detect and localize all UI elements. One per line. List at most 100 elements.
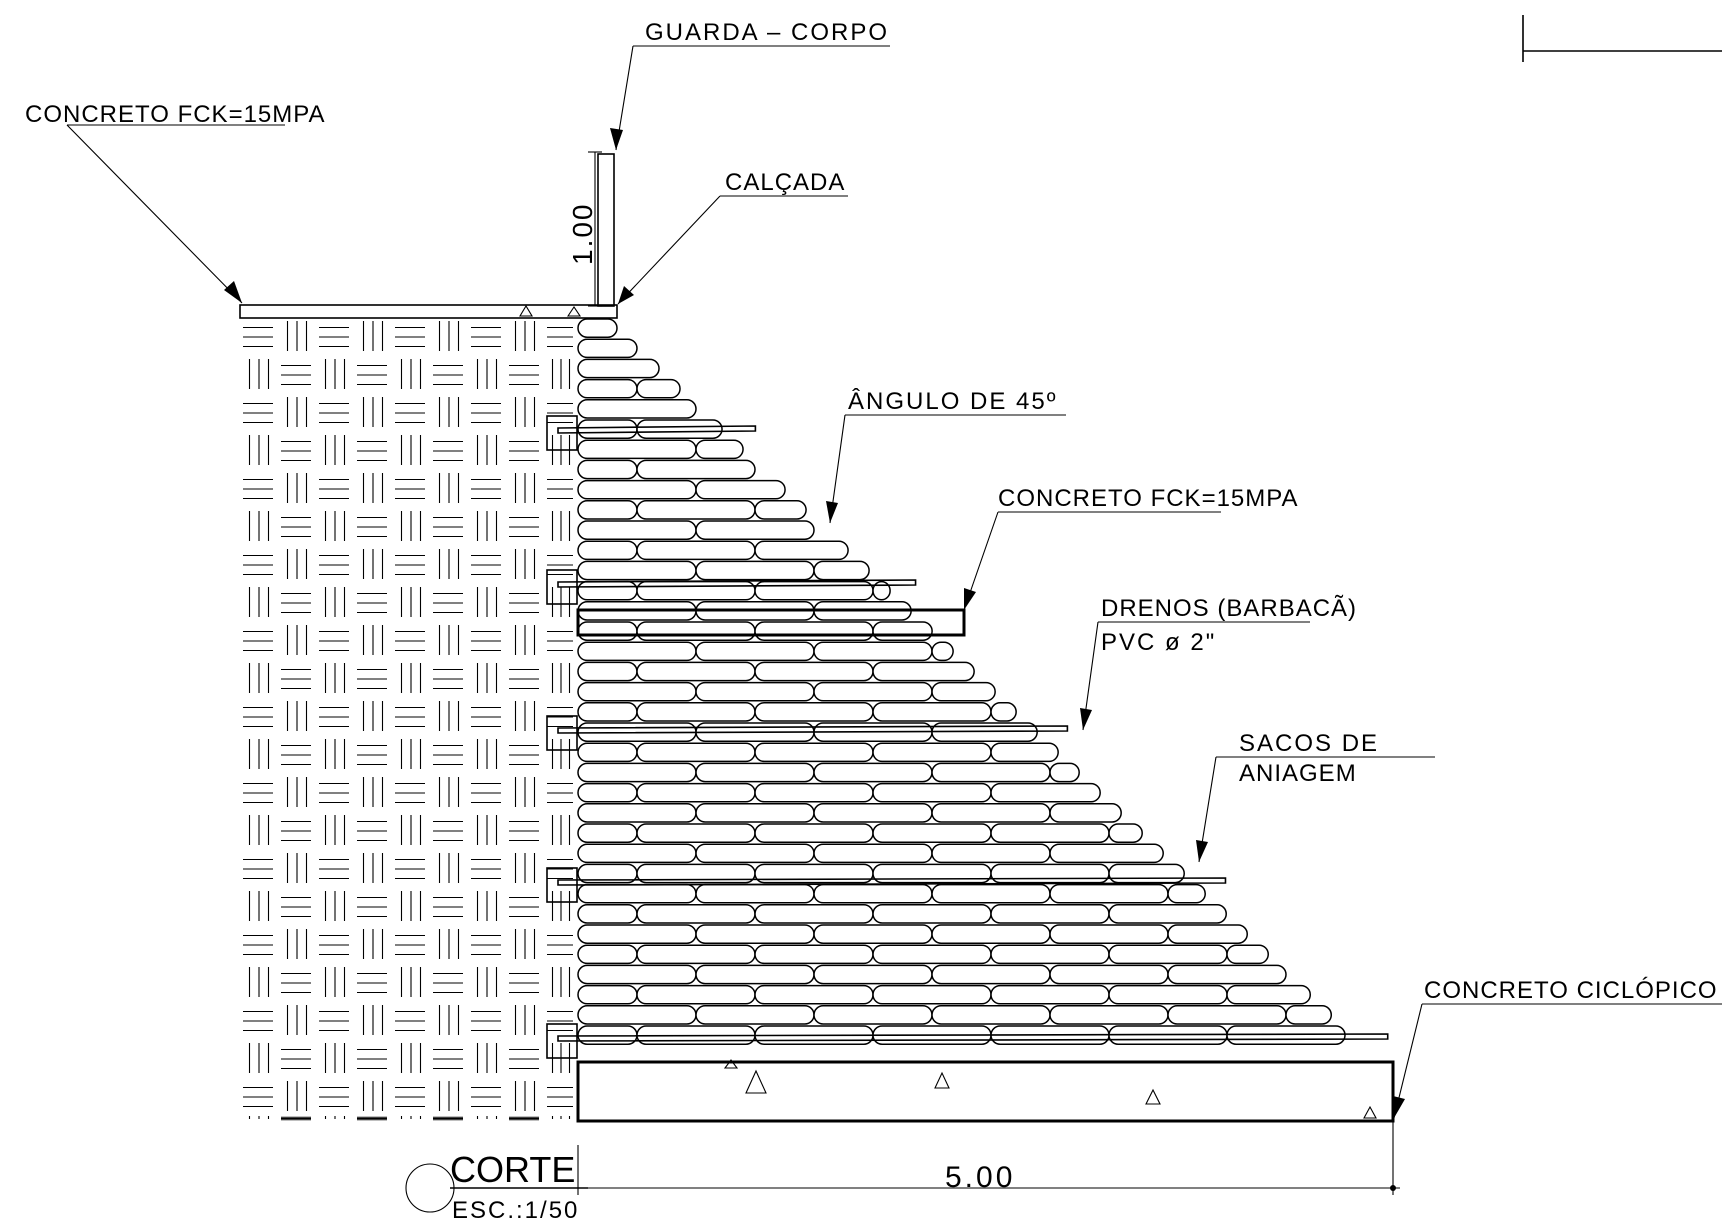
sandbag (990, 863, 1110, 884)
sandbag-row (577, 883, 1206, 904)
sandbag-row (577, 984, 1312, 1005)
sandbag (577, 944, 638, 965)
label-guarda-corpo-text: GUARDA – CORPO (645, 19, 889, 46)
hatch-cell (286, 853, 308, 883)
hatch-cell (433, 1048, 463, 1070)
hatch-cell (395, 630, 425, 652)
sandbag (695, 883, 815, 904)
sandbag (1049, 924, 1169, 944)
hatch-cell (514, 321, 536, 351)
sandbag-row (577, 358, 660, 379)
hatch-cell (362, 777, 384, 807)
hatch-cell (281, 820, 311, 842)
sandbag (1285, 1005, 1333, 1025)
sandbag (636, 580, 756, 601)
sandbag-row (577, 621, 933, 641)
hatch-cell (400, 511, 422, 541)
sandbag-row (577, 560, 870, 581)
sandbag (695, 924, 815, 944)
sandbag (931, 681, 996, 702)
sandbag (872, 984, 992, 1005)
sandbag (872, 621, 933, 641)
sandbag (577, 580, 638, 601)
sandbag (872, 782, 992, 803)
sandbag (1167, 924, 1248, 944)
label-drenos: DRENOS (BARBACÃ) PVC ø 2" (1080, 595, 1357, 731)
hatch-cell (319, 934, 349, 956)
hatch-cell (476, 815, 498, 845)
sandbag-row (577, 823, 1143, 843)
sandbag (577, 742, 638, 763)
sandbag (577, 1005, 697, 1025)
label-drenos-line1: DRENOS (BARBACÃ) (1101, 595, 1357, 622)
sandbag (695, 681, 815, 702)
sandbag (695, 1005, 815, 1025)
sandbag (695, 560, 815, 581)
sandbag (990, 782, 1101, 803)
hatch-cell (319, 402, 349, 424)
sandbag (990, 944, 1110, 965)
hatch-cell (357, 1048, 387, 1070)
hatch-cell (319, 1010, 349, 1032)
hatch-cell (438, 1081, 460, 1111)
drain-pipe (546, 715, 1069, 751)
hatch-cell (395, 1010, 425, 1032)
sandbag-row (577, 318, 618, 338)
hatch-cell (509, 972, 539, 994)
hatch-cell (514, 473, 536, 503)
hatch-cell (319, 326, 349, 348)
hatch-cell (324, 815, 346, 845)
hatch-cell (514, 1005, 536, 1035)
sandbag-row (577, 904, 1227, 924)
hatch-cell (551, 739, 571, 769)
hatch-cell (362, 473, 384, 503)
hatch-cell (438, 625, 460, 655)
sandbag (1167, 964, 1287, 985)
hatch-cell (476, 663, 498, 693)
label-concreto-mid: CONCRETO FCK=15MPA (963, 485, 1298, 611)
hatch-cell (400, 891, 422, 921)
sandbag (636, 621, 756, 641)
hatch-cell (324, 435, 346, 465)
hatch-cell (400, 1043, 422, 1073)
sandbag (636, 944, 756, 965)
hatch-cell (551, 1116, 571, 1119)
sandbag (813, 560, 870, 581)
sandbag (813, 964, 933, 985)
hatch-cell (281, 440, 311, 462)
hatch-cell (438, 473, 460, 503)
sandbag (1049, 1005, 1169, 1025)
sandbag (754, 500, 807, 520)
hatch-cell (395, 1086, 425, 1108)
hatch-cell (357, 972, 387, 994)
hatch-cell (286, 397, 308, 427)
hatch-cell (324, 359, 346, 389)
hatch-cell (551, 815, 571, 845)
hatch-cell (362, 625, 384, 655)
sandbag (695, 762, 815, 783)
sandbag (754, 621, 874, 641)
hatch-cell (362, 321, 384, 351)
drain-pipe (546, 569, 917, 605)
label-sacos: SACOS DE ANIAGEM (1196, 730, 1435, 863)
sandbag (636, 500, 756, 520)
hatch-cell (281, 668, 311, 690)
hatch-cell (514, 853, 536, 883)
sandbag-row (577, 479, 786, 500)
hatch-cell (509, 744, 539, 766)
soil-hatch (243, 321, 573, 1121)
hatch-cell (286, 701, 308, 731)
sandbag (813, 883, 933, 904)
sandbag (577, 984, 638, 1005)
hatch-cell (248, 1043, 270, 1073)
sandbag (931, 883, 1051, 904)
hatch-cell (324, 1043, 346, 1073)
hatch-cell (547, 934, 573, 956)
hatch-cell (509, 1116, 539, 1121)
sandbag-row (577, 803, 1122, 823)
hatch-cell (281, 744, 311, 766)
sandbag-row (577, 702, 1017, 722)
hatch-cell (324, 587, 346, 617)
sandbag (577, 419, 638, 439)
sandbag (1049, 762, 1080, 783)
